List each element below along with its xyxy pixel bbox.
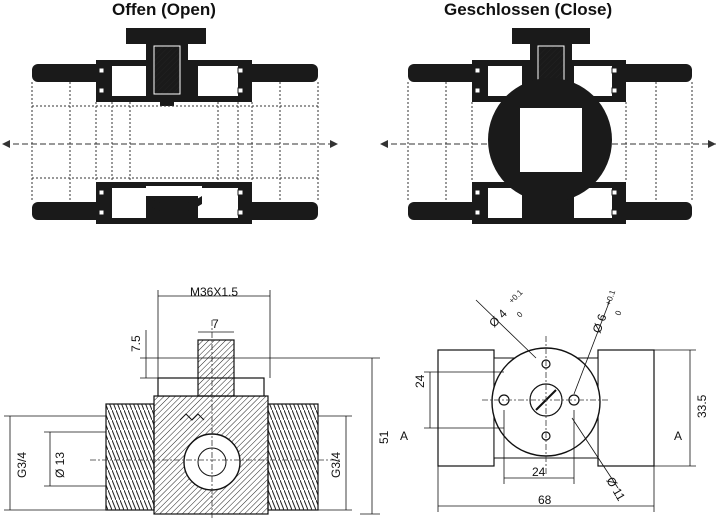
- dim-flange-vertical: 24: [413, 374, 427, 388]
- dim-hole-small-tol-upper: +0.1: [507, 287, 525, 305]
- valve-open-view: [2, 28, 338, 224]
- dim-thread-top: M36X1.5: [190, 285, 238, 299]
- section-mark-right: A: [674, 429, 682, 443]
- flange-view: Ø 4 +0.1 0 Ø 6 +0.1 0 24 33.5 24 Ø 11 68…: [400, 287, 709, 512]
- dim-pipe-thread-left: G3/4: [15, 452, 29, 478]
- dim-overall-length: 68: [538, 493, 552, 507]
- dim-hole-large-tol-upper: +0.1: [603, 288, 617, 306]
- dim-hole-small-tol-lower: 0: [515, 310, 525, 320]
- dim-pipe-thread-right: G3/4: [329, 452, 343, 478]
- section-mark-left: A: [400, 429, 408, 443]
- title-close: Geschlossen (Close): [444, 0, 613, 19]
- title-open: Offen (Open): [112, 0, 216, 19]
- dim-top-height: 7.5: [129, 335, 143, 352]
- dim-pcd: Ø 11: [603, 475, 628, 504]
- section-drawing: M36X1.5 7 7.5 G3/4 Ø 13 G3/4 51: [4, 285, 391, 520]
- dim-hole-small: Ø 4: [486, 306, 510, 330]
- dim-overall-height: 51: [377, 430, 391, 444]
- dim-bore: Ø 13: [53, 452, 67, 478]
- dim-hole-large-tol-lower: 0: [613, 309, 623, 317]
- valve-closed-view: [380, 28, 716, 224]
- dim-axis-height: 33.5: [695, 394, 709, 418]
- dim-flange-horizontal: 24: [532, 465, 546, 479]
- dim-stem-width: 7: [212, 317, 219, 331]
- dim-hole-large: Ø 6: [590, 312, 610, 335]
